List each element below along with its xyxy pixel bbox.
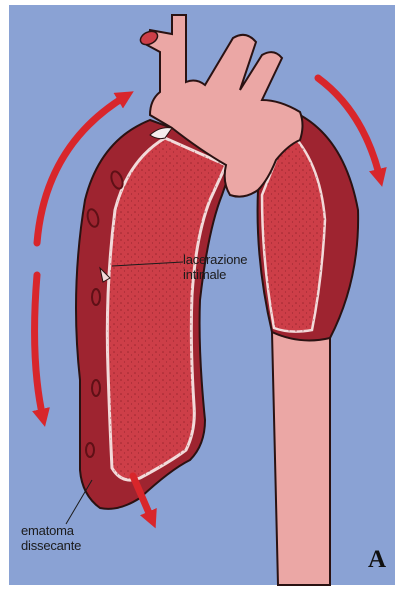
label-intimal-tear: lacerazione intimale [183,252,247,282]
descending-aorta [272,332,330,585]
label-dissecting-hematoma: ematoma dissecante [21,523,81,553]
label-intimal-tear-line2: intimale [183,267,247,282]
label-hematoma-line2: dissecante [21,538,81,553]
panel-letter: A [368,546,386,574]
label-hematoma-line1: ematoma [21,523,81,538]
label-intimal-tear-line1: lacerazione [183,252,247,267]
